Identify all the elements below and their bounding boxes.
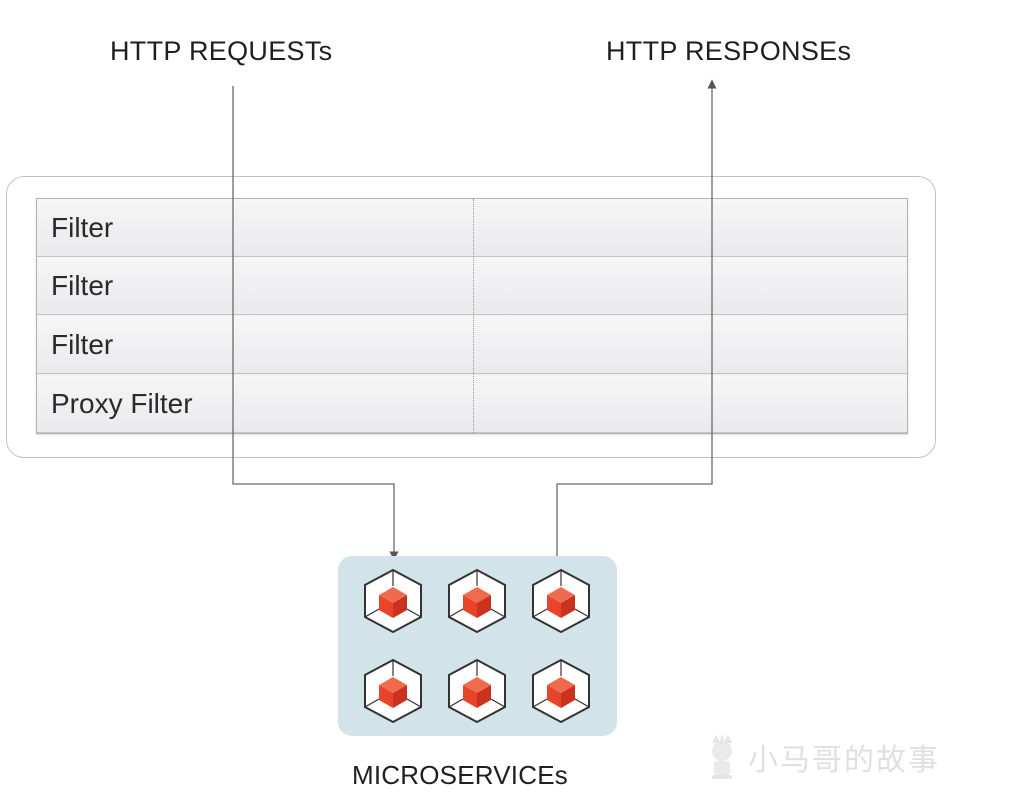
- http-responses-label: HTTP RESPONSEs: [606, 36, 852, 66]
- filter-label: Filter: [51, 269, 114, 301]
- cube-icon: [532, 568, 590, 634]
- filter-row-3: Filter: [37, 316, 907, 374]
- cube-icon: [448, 658, 506, 724]
- watermark: 小马哥的故事: [702, 732, 940, 782]
- microservices-label: MICROSERVICEs: [352, 760, 568, 790]
- cube-icon: [364, 658, 422, 724]
- cube-icon: [364, 568, 422, 634]
- cube-icon: [448, 568, 506, 634]
- filter-divider: [473, 199, 474, 433]
- filter-row-2: Filter: [37, 257, 907, 315]
- filter-label: Filter: [51, 211, 114, 243]
- watermark-text: 小马哥的故事: [748, 743, 940, 778]
- http-requests-label: HTTP REQUESTs: [110, 36, 333, 66]
- cube-icon: [532, 658, 590, 724]
- filter-label: Filter: [51, 328, 114, 360]
- mascot-logo-icon: [712, 734, 732, 779]
- filter-row-proxy: Proxy Filter: [37, 375, 907, 433]
- filter-stack: Filter Filter Filter Proxy Filter: [36, 198, 908, 434]
- filter-row-1: Filter: [37, 199, 907, 257]
- proxy-filter-label: Proxy Filter: [51, 387, 193, 419]
